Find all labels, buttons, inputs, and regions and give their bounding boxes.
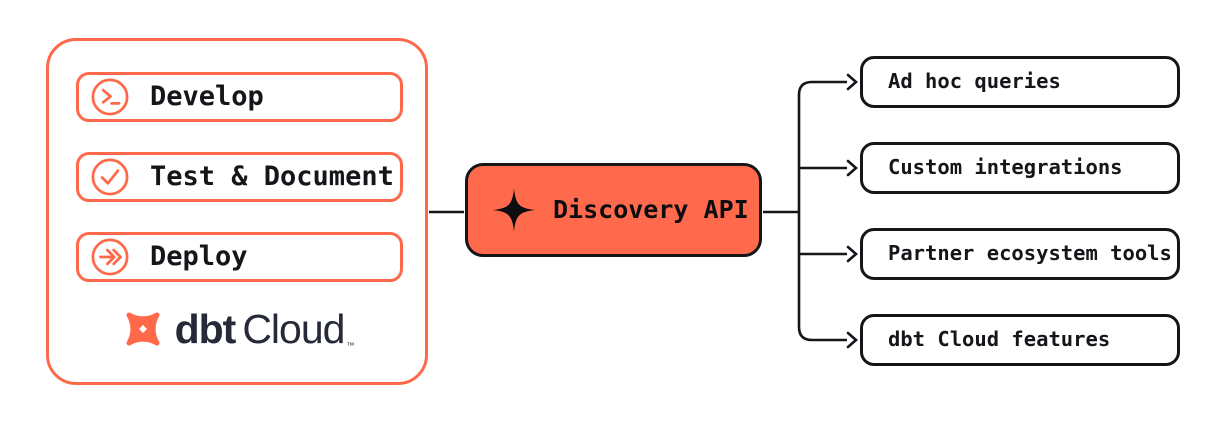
stage-test-document-label: Test & Document xyxy=(150,160,394,192)
stage-develop-label: Develop xyxy=(150,80,264,112)
trademark-symbol: ™ xyxy=(346,340,354,350)
double-arrow-icon xyxy=(91,238,129,276)
arrowhead-3 xyxy=(846,245,858,263)
arrowhead-2 xyxy=(846,159,858,177)
consumer-label: dbt Cloud features xyxy=(888,327,1111,351)
wire-branch-4 xyxy=(797,212,847,342)
consumer-label: Partner ecosystem tools xyxy=(888,241,1172,265)
discovery-api-label: Discovery API xyxy=(553,194,749,224)
consumer-ad-hoc-queries: Ad hoc queries xyxy=(860,56,1180,108)
consumer-custom-integrations: Custom integrations xyxy=(860,142,1180,194)
check-circle-icon xyxy=(91,158,129,196)
stage-deploy: Deploy xyxy=(76,232,403,282)
arrowhead-1 xyxy=(846,73,858,91)
stage-deploy-label: Deploy xyxy=(150,240,248,272)
dbt-pinwheel-icon xyxy=(126,312,160,346)
stage-test-document: Test & Document xyxy=(76,152,403,202)
consumer-label: Custom integrations xyxy=(888,155,1123,179)
discovery-api-node: Discovery API xyxy=(465,163,762,257)
dbt-cloud-panel: Develop Test & Document Deploy xyxy=(46,38,428,385)
consumer-dbt-cloud-features: dbt Cloud features xyxy=(860,314,1180,366)
arrowhead-4 xyxy=(846,331,858,349)
cloud-wordmark: Cloud xyxy=(242,305,345,352)
dbt-cloud-logo: dbt Cloud ™ xyxy=(49,307,425,351)
sparkle-icon xyxy=(492,188,536,232)
dbt-wordmark-bold: dbt xyxy=(174,305,237,352)
consumer-label: Ad hoc queries xyxy=(888,69,1061,93)
consumer-partner-ecosystem-tools: Partner ecosystem tools xyxy=(860,228,1180,280)
stage-develop: Develop xyxy=(76,72,403,122)
wire-branch-1 xyxy=(797,80,847,212)
terminal-prompt-icon xyxy=(91,78,129,116)
dbt-cloud-wordmark: dbt Cloud ™ xyxy=(174,305,355,352)
